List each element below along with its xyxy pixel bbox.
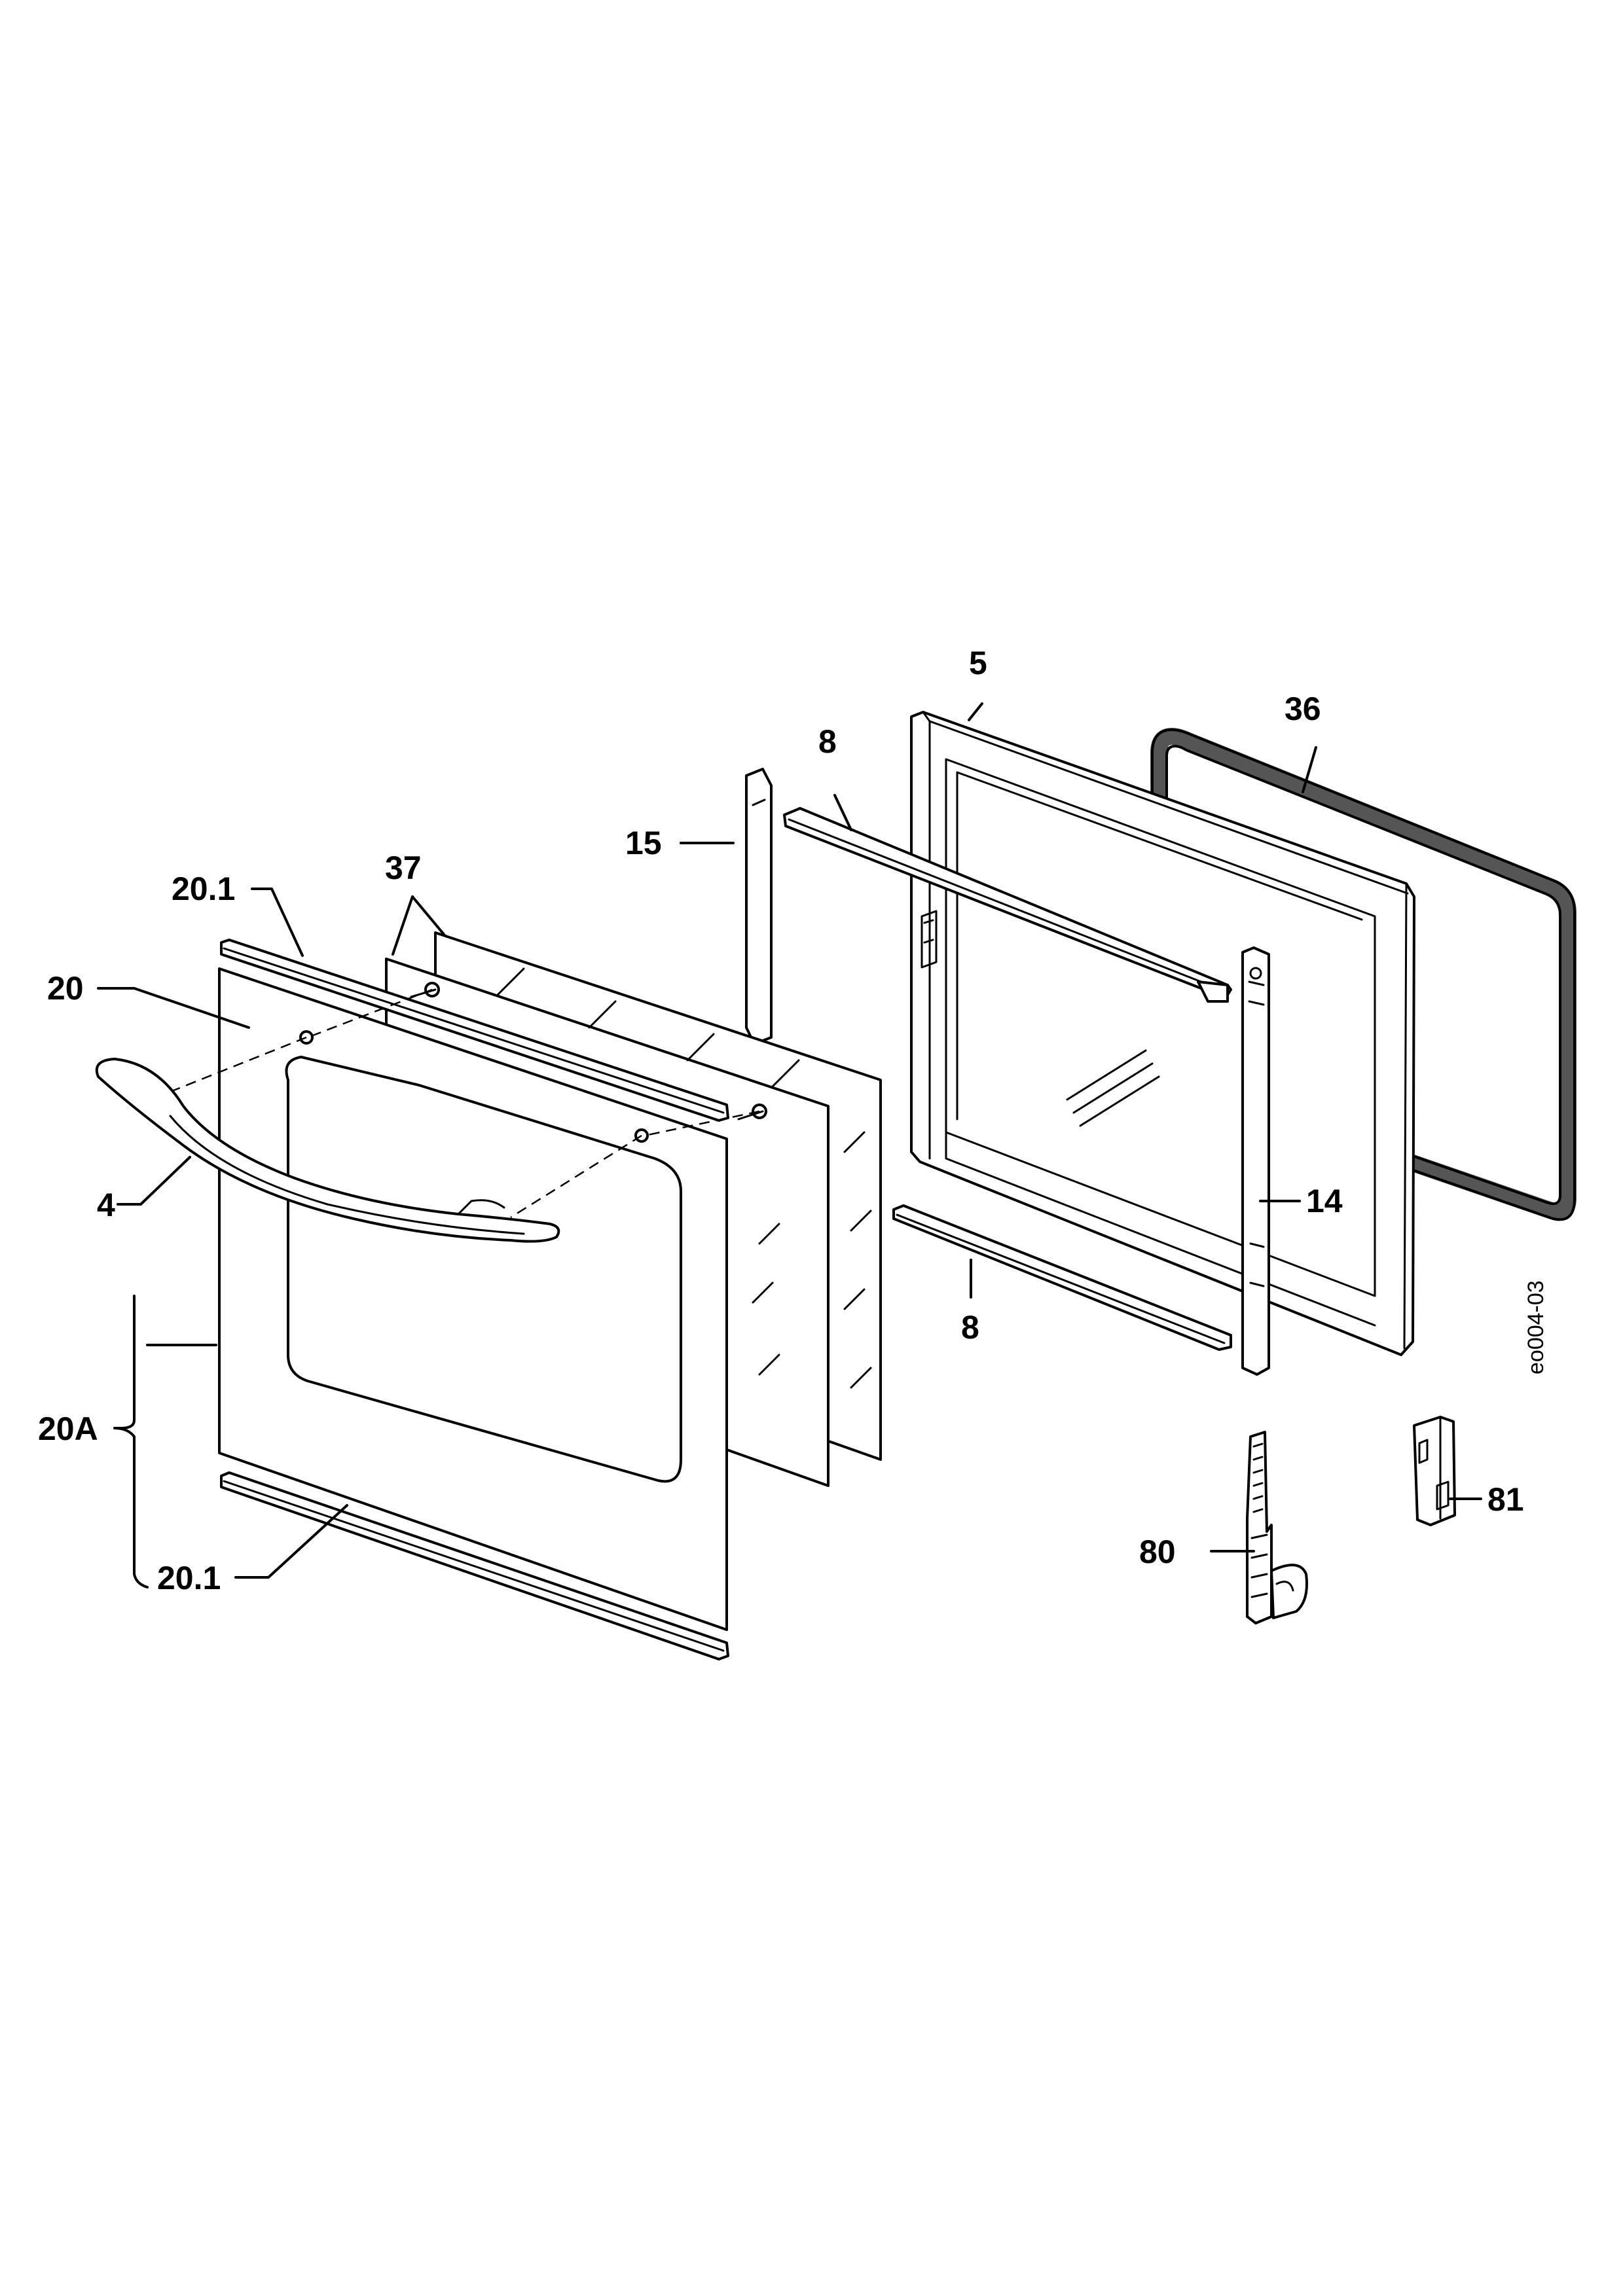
- label-door-assembly: 20A: [38, 1410, 98, 1447]
- label-glass-rail-top: 8: [818, 723, 837, 760]
- trim-strip-bottom-part: [220, 1471, 729, 1660]
- label-inner-door-frame: 5: [969, 645, 987, 681]
- label-hinge: 80: [1139, 1534, 1176, 1570]
- glass-rail-bottom-part: [892, 1204, 1232, 1351]
- label-inner-glass-pair: 37: [385, 850, 422, 886]
- label-trim-strip-top: 20.1: [172, 870, 235, 907]
- inner-door-frame-part: [910, 711, 1415, 1356]
- door-glass-outer-part: [150, 967, 760, 1631]
- label-side-bracket-left: 15: [625, 825, 662, 861]
- hinge-catch-part: [1413, 1416, 1456, 1526]
- glass-rail-top-part: [783, 807, 1232, 1003]
- glass-spacer-screw: [737, 1103, 767, 1121]
- leader-lines: [97, 702, 1482, 1588]
- label-side-bracket-right: 14: [1306, 1183, 1343, 1219]
- side-bracket-left-part: [745, 768, 773, 1045]
- hinge-part: [1246, 1431, 1308, 1624]
- handle-part: [95, 1058, 560, 1243]
- label-hinge-catch: 81: [1487, 1481, 1524, 1518]
- drawing-code: eo004-03: [1523, 1280, 1548, 1374]
- label-trim-strip-bottom: 20.1: [157, 1560, 221, 1596]
- label-glass-rail-bottom: 8: [961, 1309, 979, 1346]
- label-door-glass-outer: 20: [47, 970, 84, 1007]
- label-door-seal: 36: [1285, 691, 1321, 727]
- side-bracket-right-part: [1241, 946, 1270, 1376]
- label-handle: 4: [97, 1187, 115, 1223]
- trim-strip-top-part: [220, 939, 729, 1122]
- door-seal-part: [1150, 728, 1577, 1221]
